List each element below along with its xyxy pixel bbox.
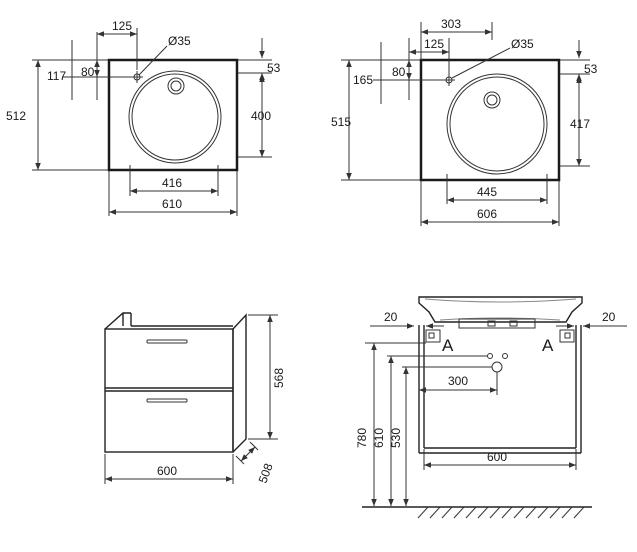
dim-basin2-53: 53: [584, 62, 598, 76]
dim-basin2-diameter: Ø35: [511, 37, 534, 51]
fixture-point: [502, 353, 508, 359]
drain-outer: [167, 77, 185, 95]
dim-basin2-445: 445: [477, 185, 497, 199]
section-a-left: A: [442, 336, 454, 355]
dim-front-610: 610: [372, 428, 386, 448]
basin-top-view-right: Ø35 303 125 165 80 515 53 417: [331, 17, 598, 226]
dim-basin2-80: 80: [392, 65, 406, 79]
bracket-left: [425, 329, 441, 343]
front-elevation-view: A A 20 20 300 780 610 530 600: [355, 296, 627, 519]
dim-basin1-512: 512: [6, 109, 26, 123]
dim-basin1-400: 400: [251, 109, 271, 123]
dim-basin2-303: 303: [441, 17, 461, 31]
dim-front-300: 300: [448, 374, 468, 388]
dim-basin1-416: 416: [162, 176, 182, 190]
dim-basin1-53: 53: [267, 61, 281, 75]
dim-cabinet-568: 568: [272, 368, 286, 388]
basin-outline: [107, 58, 239, 172]
basin-outline: [419, 58, 561, 182]
dim-basin1-610: 610: [162, 197, 182, 211]
dim-basin2-606: 606: [477, 207, 497, 221]
drain-inner: [486, 94, 498, 106]
basin-top-view-left: Ø35 125 117 80 512 53 400 416: [6, 19, 281, 216]
dim-front-20-left: 20: [384, 310, 398, 324]
bowl-outer: [446, 73, 548, 175]
drain-inner: [170, 80, 182, 92]
bracket-right: [559, 329, 575, 343]
section-a-right: A: [542, 336, 554, 355]
drain-pipe: [491, 361, 503, 373]
dim-basin2-165: 165: [353, 73, 373, 87]
dim-cabinet-600: 600: [157, 464, 177, 478]
dim-basin1-125: 125: [112, 19, 132, 33]
cabinet-3d-view: 568 600 508: [104, 312, 286, 485]
dim-cabinet-508: 508: [256, 461, 276, 485]
fixture-point: [487, 353, 493, 359]
drawer-handle-bottom: [146, 398, 188, 403]
dim-basin1-117: 117: [47, 69, 66, 83]
dim-basin1-diameter: Ø35: [168, 34, 191, 48]
drawer-handle-top: [146, 339, 188, 344]
dim-basin1-80: 80: [81, 65, 95, 79]
bowl-inner: [131, 73, 219, 161]
dim-front-780: 780: [355, 428, 369, 448]
dim-front-530: 530: [389, 428, 403, 448]
dim-basin2-417: 417: [570, 117, 590, 131]
dim-front-600: 600: [487, 450, 507, 464]
bowl-outer: [128, 70, 222, 164]
basin-section: [418, 296, 583, 323]
dim-front-20-right: 20: [602, 310, 616, 324]
bowl-inner: [449, 76, 545, 172]
dim-basin2-515: 515: [331, 115, 351, 129]
floor-hatch: [417, 506, 585, 519]
dim-basin2-125: 125: [424, 37, 444, 51]
drain-outer: [483, 91, 501, 109]
